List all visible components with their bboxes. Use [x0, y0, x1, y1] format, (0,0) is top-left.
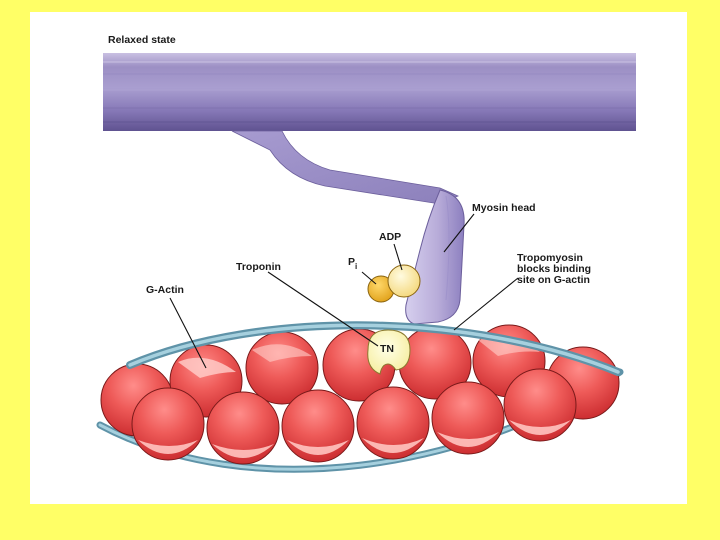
label-tropomyosin-line1: Tropomyosin: [517, 252, 583, 264]
label-troponin: Troponin: [236, 261, 281, 273]
label-pi: Pi: [348, 256, 357, 271]
g-actin-subunit: [503, 368, 577, 442]
leader-adp: [393, 243, 403, 271]
label-g-actin: G-Actin: [146, 284, 184, 296]
myosin-head: [405, 189, 465, 325]
g-actin-subunit: [281, 389, 355, 463]
leader-pi: [361, 271, 377, 285]
label-adp: ADP: [379, 231, 401, 243]
leader-tropomyosin: [453, 277, 519, 331]
leader-troponin: [267, 271, 379, 347]
troponin-complex: TN: [367, 329, 411, 375]
adp-molecule: [387, 264, 421, 298]
leader-myosin-head: [443, 213, 475, 253]
label-myosin-head: Myosin head: [472, 202, 536, 214]
label-tropomyosin-line2: blocks binding: [517, 263, 591, 275]
troponin-tn-label: TN: [380, 343, 394, 355]
leader-g-actin: [169, 297, 207, 369]
g-actin-subunit: [206, 391, 280, 465]
diagram-title: Relaxed state: [108, 34, 176, 46]
myosin-neck: [231, 130, 459, 205]
label-tropomyosin-line3: site on G-actin: [517, 274, 590, 286]
g-actin-subunit: [356, 386, 430, 460]
tropomyosin-strand: [126, 321, 622, 376]
g-actin-subunit: [431, 381, 505, 455]
g-actin-subunit: [131, 387, 205, 461]
thick-filament: [103, 53, 636, 131]
